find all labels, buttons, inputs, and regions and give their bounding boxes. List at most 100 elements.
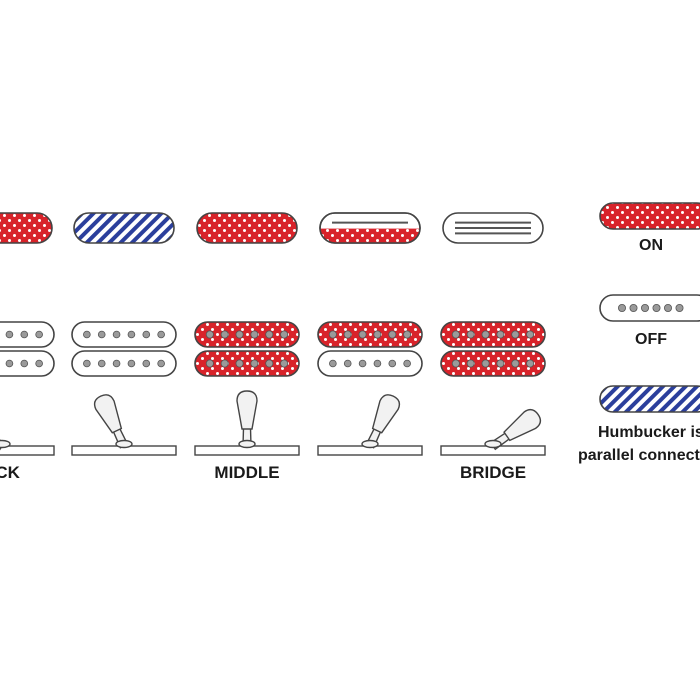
position-column-5: BRIDGE <box>440 212 546 482</box>
pole-piece <box>142 359 151 368</box>
pole-piece <box>403 330 412 339</box>
legend-parallel-label-line2: parallel connect <box>578 447 700 464</box>
humbucker-coil-off <box>0 321 55 348</box>
position-label: MIDDLE <box>214 463 279 482</box>
position-column-2 <box>71 212 177 456</box>
pole-piece <box>388 359 397 368</box>
legend-parallel: Humbucker is parallel connect <box>578 385 700 464</box>
pole-piece <box>250 330 259 339</box>
pole-piece <box>358 359 367 368</box>
humbucker-coil-on <box>440 321 546 348</box>
pole-piece <box>481 359 490 368</box>
pole-piece <box>388 330 397 339</box>
selector-switch <box>317 394 423 456</box>
pole-piece <box>629 303 638 312</box>
pole-piece <box>280 330 289 339</box>
pole-piece <box>373 359 382 368</box>
pole-piece <box>652 303 661 312</box>
pole-piece <box>20 330 29 339</box>
position-column-1: ECK <box>0 212 55 482</box>
pole-piece <box>142 330 151 339</box>
selector-switch <box>0 432 55 456</box>
pole-piece <box>451 359 460 368</box>
legend-parallel-label-line1: Humbucker is <box>598 424 700 441</box>
selector-switch <box>71 394 177 456</box>
pole-piece <box>526 359 535 368</box>
pole-piece <box>496 330 505 339</box>
pole-piece <box>205 330 214 339</box>
single-coil-on <box>0 212 53 244</box>
pole-piece <box>235 330 244 339</box>
pole-piece <box>403 359 411 368</box>
humbucker-coil-on <box>194 321 300 348</box>
pole-piece <box>20 359 29 368</box>
humbucker-coil-off <box>317 350 423 377</box>
legend-on: ON <box>599 202 700 254</box>
humbucker-coil-on <box>317 321 423 348</box>
position-label: BRIDGE <box>460 463 526 482</box>
single-coil-on <box>196 212 298 244</box>
pole-piece <box>97 330 106 339</box>
humbucker-coil-off <box>0 350 55 377</box>
humbucker-coil-on <box>194 350 300 377</box>
pole-piece <box>35 359 43 368</box>
pole-piece <box>511 359 520 368</box>
pole-piece <box>373 330 382 339</box>
pole-piece <box>265 359 274 368</box>
legend-parallel-swatch <box>599 385 700 413</box>
pole-piece <box>112 359 121 368</box>
pole-piece <box>511 330 520 339</box>
switch-lever <box>236 390 258 447</box>
pole-piece <box>35 330 43 339</box>
position-column-3: MIDDLE <box>194 212 300 482</box>
pole-piece <box>641 303 650 312</box>
humbucker-coil-on <box>440 350 546 377</box>
pole-piece <box>343 330 352 339</box>
pole-piece <box>127 359 136 368</box>
switch-plate <box>0 445 55 456</box>
legend-off: OFF <box>599 294 700 348</box>
pole-piece <box>526 330 535 339</box>
selector-switch <box>440 408 546 456</box>
pole-piece <box>157 330 165 339</box>
pole-piece <box>205 359 214 368</box>
pole-piece <box>343 359 352 368</box>
pole-piece <box>5 359 14 368</box>
pole-piece <box>466 330 475 339</box>
pole-piece <box>451 330 460 339</box>
switch-positions: ECK MIDDLE BRIDGE <box>0 212 546 482</box>
selector-switch <box>194 390 300 456</box>
pole-piece <box>83 359 91 368</box>
pole-piece <box>97 359 106 368</box>
pole-piece <box>358 330 367 339</box>
single-coil-blade <box>442 212 544 244</box>
pole-piece <box>83 330 91 339</box>
pole-piece <box>481 330 490 339</box>
pole-piece <box>466 359 475 368</box>
legend-off-label: OFF <box>635 331 667 348</box>
humbucker-coil-off <box>71 350 177 377</box>
pole-piece <box>220 330 229 339</box>
pole-piece <box>328 330 337 339</box>
pole-piece <box>5 330 14 339</box>
pole-piece <box>250 359 259 368</box>
pole-piece <box>157 359 165 368</box>
humbucker-coil-off <box>71 321 177 348</box>
single-coil-parallel <box>73 212 175 244</box>
position-label: ECK <box>0 463 21 482</box>
legend-on-label: ON <box>639 237 663 254</box>
legend: ON OFF Humbucker is parallel connect <box>578 202 700 464</box>
pole-piece <box>280 359 289 368</box>
legend-on-swatch <box>599 202 700 230</box>
pole-piece <box>675 303 684 312</box>
pole-piece <box>265 330 274 339</box>
pole-piece <box>220 359 229 368</box>
pole-piece <box>664 303 673 312</box>
pole-piece <box>235 359 244 368</box>
pole-piece <box>127 330 136 339</box>
pole-piece <box>496 359 505 368</box>
position-column-4 <box>317 212 423 456</box>
pole-piece <box>112 330 121 339</box>
legend-off-swatch <box>599 294 700 322</box>
